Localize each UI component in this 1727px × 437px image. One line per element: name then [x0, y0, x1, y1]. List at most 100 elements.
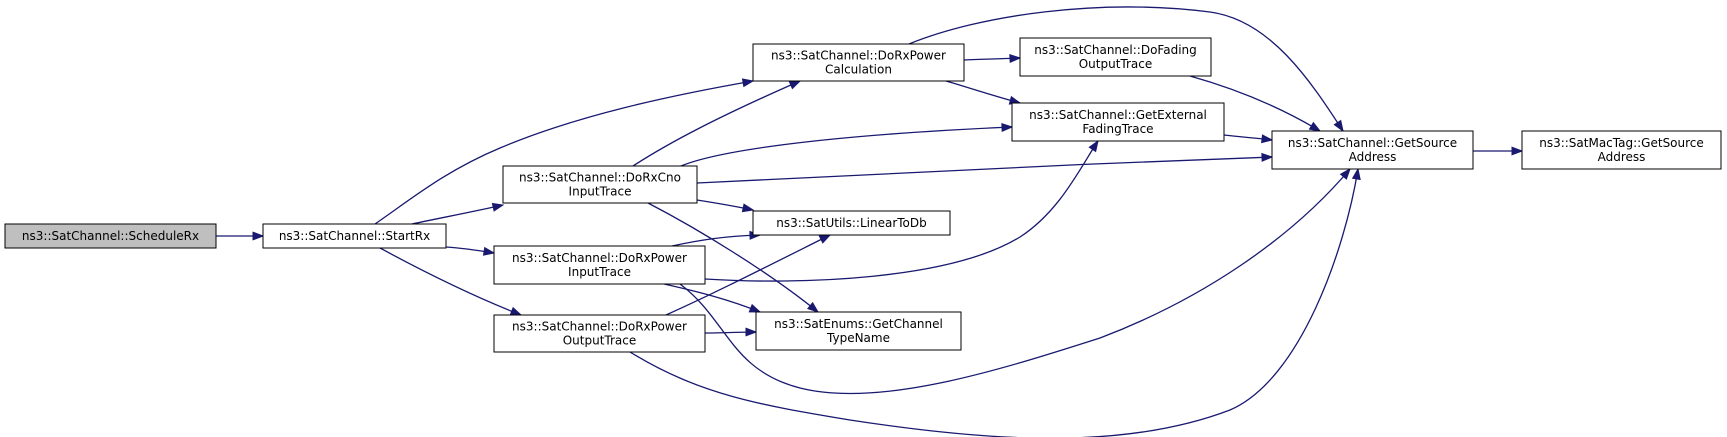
call-graph-edges	[216, 6, 1524, 437]
arrowhead	[482, 246, 496, 256]
node-label: ns3::SatUtils::LinearToDb	[776, 216, 927, 230]
arrowhead	[1088, 139, 1099, 153]
node-label: ns3::SatChannel::DoRxPower	[512, 251, 687, 265]
edge-schedulerx-to-startrx	[216, 231, 265, 241]
edge-dorxpowerin-to-getchanneltype	[663, 283, 762, 313]
arrowhead	[1308, 121, 1322, 132]
arrowhead	[741, 203, 755, 213]
edge-line	[411, 204, 504, 225]
arrowhead	[745, 327, 758, 337]
node-box	[502, 165, 698, 204]
node-lineartodb[interactable]: ns3::SatUtils::LinearToDb	[752, 210, 951, 236]
node-label: ns3::SatEnums::GetChannel	[774, 317, 943, 331]
node-label: TypeName	[826, 331, 890, 345]
node-box	[262, 223, 447, 249]
edge-getsourceaddr-to-mactaggetsource	[1473, 146, 1524, 156]
edge-dorxpowerout-to-getchanneltype	[704, 327, 758, 337]
edge-dofading-to-getsourceaddr	[1189, 75, 1322, 132]
arrowhead	[1339, 167, 1351, 180]
arrowhead	[491, 202, 505, 212]
arrowhead	[1261, 152, 1274, 162]
edge-dorxpowerin-to-getextfading	[704, 139, 1099, 282]
arrowhead	[818, 234, 832, 244]
arrowhead	[252, 231, 265, 241]
edge-getextfading-to-getsourceaddr	[1223, 134, 1274, 144]
edge-dorxcno-to-getextfading	[680, 122, 1014, 167]
arrowhead	[1351, 167, 1361, 181]
edge-dorxcno-to-lineartodb	[696, 199, 755, 213]
node-box	[493, 245, 706, 285]
node-schedulerx[interactable]: ns3::SatChannel::ScheduleRx	[4, 223, 217, 249]
edge-line	[945, 80, 1021, 104]
edge-dorxpowercalc-to-dofading	[963, 54, 1022, 64]
edge-dorxpowerout-to-lineartodb	[665, 234, 832, 316]
edge-dorxpowerin-to-lineartodb	[671, 230, 762, 247]
edge-line	[679, 168, 1351, 395]
edge-line	[704, 140, 1099, 282]
node-label: ns3::SatChannel::ScheduleRx	[22, 229, 199, 243]
edge-line	[1189, 75, 1321, 132]
arrowhead	[748, 303, 762, 313]
edge-line	[629, 168, 1359, 437]
node-label: OutputTrace	[1079, 57, 1153, 71]
node-box	[752, 43, 965, 82]
arrowhead	[1001, 122, 1014, 132]
arrowhead	[741, 78, 755, 88]
edge-dorxcno-to-dorxpowercalc	[632, 80, 802, 167]
node-label: ns3::SatChannel::GetExternal	[1029, 108, 1207, 122]
node-label: Address	[1349, 150, 1397, 164]
node-label: ns3::SatChannel::DoRxCno	[519, 171, 681, 185]
edge-line	[663, 283, 761, 313]
node-label: OutputTrace	[563, 334, 637, 348]
edge-startrx-to-dorxcno	[411, 202, 505, 225]
node-label: InputTrace	[569, 185, 632, 199]
edge-startrx-to-dorxpowercalc	[374, 78, 755, 225]
node-label: ns3::SatChannel::DoRxPower	[512, 320, 687, 334]
arrowhead	[1009, 54, 1022, 64]
node-box	[1011, 102, 1225, 142]
edge-line	[632, 80, 801, 167]
arrowhead	[1261, 134, 1274, 144]
node-box	[752, 210, 951, 236]
node-startrx[interactable]: ns3::SatChannel::StartRx	[262, 223, 447, 249]
edge-line	[908, 6, 1344, 132]
edge-line	[379, 247, 522, 316]
node-box	[1271, 130, 1474, 170]
node-label: ns3::SatChannel::StartRx	[279, 229, 430, 243]
node-box	[1521, 130, 1722, 170]
arrowhead	[806, 301, 820, 313]
arrowhead	[788, 80, 802, 90]
node-label: ns3::SatChannel::DoFading	[1034, 43, 1197, 57]
edge-line	[374, 80, 754, 225]
edge-line	[671, 234, 761, 247]
edge-line	[665, 234, 831, 316]
edge-dorxpowerout-to-getsourceaddr	[629, 167, 1361, 437]
edge-dorxcno-to-getchanneltype	[647, 202, 820, 313]
edge-line	[696, 156, 1273, 184]
node-label: Calculation	[825, 63, 892, 77]
node-label: ns3::SatChannel::GetSource	[1288, 136, 1457, 150]
edge-line	[680, 126, 1013, 167]
node-box	[1019, 37, 1212, 77]
node-label: ns3::SatMacTag::GetSource	[1539, 136, 1704, 150]
edge-line	[647, 202, 819, 313]
arrowhead	[1333, 119, 1344, 133]
edge-dorxcno-to-getsourceaddr	[696, 152, 1274, 184]
node-box	[493, 314, 706, 353]
edge-dorxpowercalc-to-getsourceaddr	[908, 6, 1344, 133]
node-label: InputTrace	[568, 265, 631, 279]
arrowhead	[509, 306, 523, 316]
node-label: Address	[1598, 150, 1646, 164]
edge-dorxpowerin-to-getsourceaddr	[679, 167, 1351, 395]
node-box	[4, 223, 217, 249]
